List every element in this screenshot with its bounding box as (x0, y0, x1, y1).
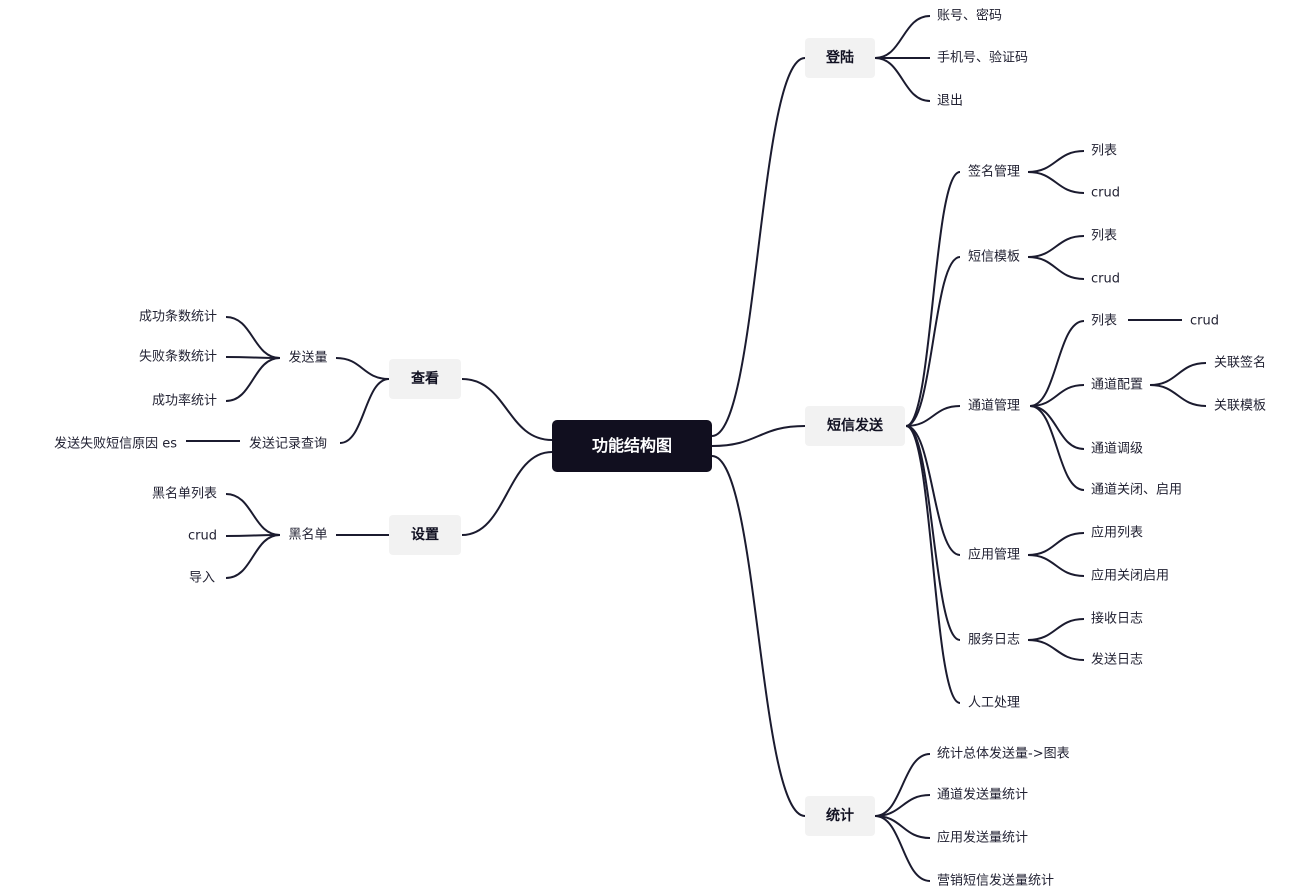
edge-view-records (339, 378, 390, 444)
blacklist-leaf-crud[interactable]: crud (188, 528, 217, 544)
edge-channel-sub-0 (1029, 320, 1085, 407)
send-record-query-node[interactable]: 发送记录查询 (248, 436, 328, 452)
sms-send-node[interactable]: 短信发送 (805, 406, 905, 446)
edge-config-leaf-1 (1149, 384, 1207, 407)
stats-leaf-total[interactable]: 统计总体发送量->图表 (937, 746, 1070, 762)
edge-root-stats (711, 455, 806, 817)
edge-sms-sub-1 (905, 256, 961, 427)
edge-view-volume (335, 357, 390, 380)
channel-leaf-list[interactable]: 列表 (1091, 313, 1118, 329)
edge-volume-leaf-0 (225, 316, 281, 359)
edge-sms-sub-3 (905, 425, 961, 556)
login-leaf-account[interactable]: 账号、密码 (937, 8, 1003, 24)
edge-root-settings (461, 451, 553, 536)
edge-login-leaf-0 (874, 15, 931, 59)
edge-stats-leaf-3 (874, 815, 931, 882)
volume-leaf-success-rate[interactable]: 成功率统计 (151, 393, 217, 409)
records-leaf-fail-reason[interactable]: 发送失败短信原因 es (54, 436, 177, 452)
edge-app-leaf-1 (1027, 554, 1085, 577)
login-leaf-logout[interactable]: 退出 (937, 93, 964, 109)
edge-template-leaf-1 (1027, 256, 1085, 280)
channel-adjust-level[interactable]: 通道调级 (1091, 441, 1144, 457)
channel-config-link-template[interactable]: 关联模板 (1214, 398, 1267, 414)
app-management-node[interactable]: 应用管理 (968, 547, 1021, 563)
login-leaf-phone[interactable]: 手机号、验证码 (937, 50, 1029, 66)
edge-signature-leaf-0 (1027, 150, 1085, 173)
edge-root-view (461, 378, 553, 441)
log-leaf-receive[interactable]: 接收日志 (1091, 611, 1144, 627)
edge-sms-sub-5 (905, 425, 961, 704)
edge-app-leaf-0 (1027, 532, 1085, 556)
log-leaf-send[interactable]: 发送日志 (1091, 652, 1144, 668)
edge-root-sms (711, 425, 806, 447)
edge-config-leaf-0 (1149, 362, 1207, 386)
blacklist-leaf-import[interactable]: 导入 (188, 570, 215, 586)
edge-root-login (711, 57, 806, 437)
blacklist-node[interactable]: 黑名单 (288, 527, 328, 543)
sms-template-node[interactable]: 短信模板 (968, 249, 1021, 265)
edge-sms-sub-4 (905, 425, 961, 641)
edge-blacklist-leaf-0 (225, 493, 281, 536)
service-log-node[interactable]: 服务日志 (968, 632, 1021, 648)
statistics-node[interactable]: 统计 (805, 796, 875, 836)
stats-leaf-channel[interactable]: 通道发送量统计 (937, 787, 1029, 803)
edge-channel-sub-1 (1029, 384, 1085, 407)
edge-sms-sub-0 (905, 171, 961, 427)
send-volume-node[interactable]: 发送量 (288, 350, 328, 366)
channel-management-node[interactable]: 通道管理 (968, 398, 1021, 414)
edge-login-leaf-2 (874, 57, 931, 102)
signature-leaf-crud[interactable]: crud (1091, 185, 1120, 201)
edge-template-leaf-0 (1027, 235, 1085, 258)
edge-channel-sub-2 (1029, 405, 1085, 450)
channel-config-node[interactable]: 通道配置 (1091, 377, 1144, 393)
edge-blacklist-leaf-2 (225, 534, 281, 579)
signature-management-node[interactable]: 签名管理 (968, 164, 1021, 180)
edge-volume-leaf-2 (225, 357, 281, 402)
blacklist-leaf-list[interactable]: 黑名单列表 (151, 486, 217, 502)
edge-volume-leaf-1 (225, 356, 281, 359)
login-node[interactable]: 登陆 (805, 38, 875, 78)
stats-leaf-app[interactable]: 应用发送量统计 (937, 830, 1029, 846)
stats-leaf-marketing[interactable]: 营销短信发送量统计 (937, 873, 1055, 889)
app-leaf-toggle[interactable]: 应用关闭启用 (1091, 568, 1170, 584)
volume-leaf-fail-count[interactable]: 失败条数统计 (138, 349, 217, 365)
channel-list-crud[interactable]: crud (1190, 313, 1219, 329)
app-leaf-list[interactable]: 应用列表 (1091, 525, 1144, 541)
root-node[interactable]: 功能结构图 (552, 420, 712, 472)
template-leaf-crud[interactable]: crud (1091, 271, 1120, 287)
channel-toggle[interactable]: 通道关闭、启用 (1091, 482, 1183, 498)
signature-leaf-list[interactable]: 列表 (1091, 143, 1118, 159)
settings-node[interactable]: 设置 (389, 515, 461, 555)
edge-stats-leaf-1 (874, 794, 931, 817)
view-node[interactable]: 查看 (389, 359, 461, 399)
edge-signature-leaf-1 (1027, 171, 1085, 194)
template-leaf-list[interactable]: 列表 (1091, 228, 1118, 244)
manual-processing-node[interactable]: 人工处理 (968, 695, 1021, 711)
edge-log-leaf-0 (1027, 618, 1085, 641)
channel-config-link-signature[interactable]: 关联签名 (1214, 355, 1267, 371)
edge-sms-sub-2 (905, 405, 961, 427)
edge-channel-sub-3 (1029, 405, 1085, 491)
volume-leaf-success-count[interactable]: 成功条数统计 (138, 309, 217, 325)
edge-log-leaf-1 (1027, 639, 1085, 661)
edge-stats-leaf-0 (874, 753, 931, 817)
